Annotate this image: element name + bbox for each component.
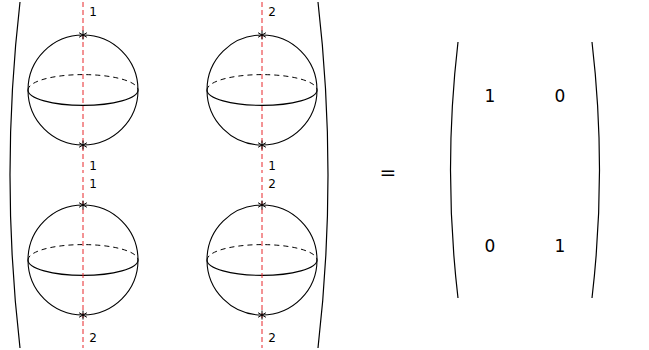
star-stroke [258,203,266,208]
marked-point [79,311,87,320]
point-index: 2 [267,6,277,18]
star-stroke [79,203,87,208]
star-stroke [258,143,266,148]
star-stroke [79,143,87,148]
matrix-bracket [592,42,600,298]
marked-point [258,31,266,40]
sphere [207,2,317,173]
equals-sign: = [379,162,398,182]
point-index: 1 [267,160,277,172]
star-stroke [258,33,266,38]
point-index: 1 [88,6,98,18]
sphere [28,2,138,173]
matrix-entry: 1 [484,88,497,105]
point-index: 2 [88,332,98,344]
star-stroke [258,313,266,318]
rotation-axis [262,177,263,348]
marked-point [258,141,266,150]
rotation-axis [262,2,263,173]
sphere [207,177,317,348]
point-index: 1 [88,160,98,172]
matrix-entry: 0 [554,88,567,105]
matrix-entry: 0 [484,238,497,255]
point-index: 2 [267,332,277,344]
star-stroke [79,313,87,318]
star-stroke [258,313,266,318]
matrix-bracket [451,42,459,298]
sphere [28,177,138,348]
matrix-bracket [318,2,328,348]
marked-point [258,311,266,320]
rotation-axis [83,177,84,348]
star-stroke [258,143,266,148]
marked-point [79,141,87,150]
star-stroke [79,143,87,148]
point-index: 2 [267,178,277,190]
marked-point [79,201,87,210]
star-stroke [79,203,87,208]
star-stroke [79,313,87,318]
star-stroke [258,33,266,38]
rotation-axis [83,2,84,173]
star-stroke [258,203,266,208]
marked-point [258,201,266,210]
star-stroke [79,33,87,38]
star-stroke [79,33,87,38]
matrix-entry: 1 [554,238,567,255]
marked-point [79,31,87,40]
point-index: 1 [88,178,98,190]
matrix-bracket [10,2,20,348]
